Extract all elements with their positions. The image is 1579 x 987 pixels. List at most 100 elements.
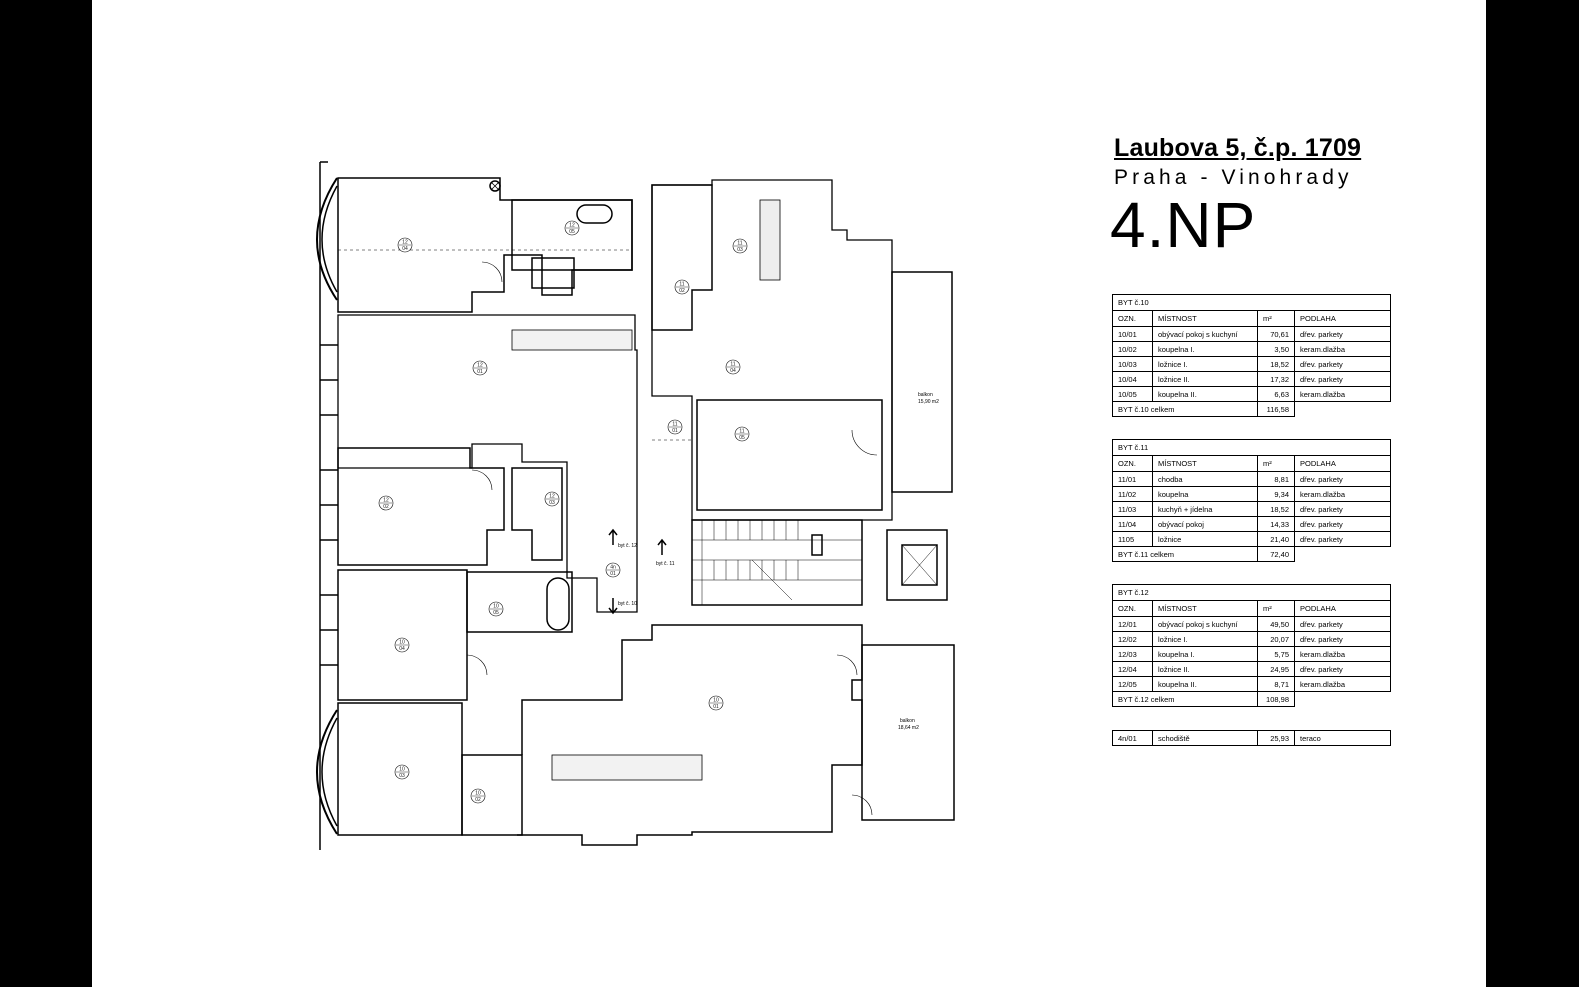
cell-floor: keram.dlažba — [1294, 486, 1391, 502]
cell-id: 11/03 — [1112, 501, 1153, 517]
col-header-room: MÍSTNOST — [1152, 600, 1258, 617]
cell-id: 10/05 — [1112, 386, 1153, 402]
cell-area: 6,63 — [1257, 386, 1295, 402]
total-area: 116,58 — [1257, 401, 1295, 417]
cell-id: 11/01 — [1112, 471, 1153, 487]
cell-room: obývací pokoj — [1152, 516, 1258, 532]
floor-plan: 1204120512011202120310051004100310021001… — [316, 161, 955, 850]
room-tag-bottom: 04 — [399, 646, 405, 652]
cell-id: 11/02 — [1112, 486, 1153, 502]
cell-area: 70,61 — [1257, 326, 1295, 342]
cell-room: chodba — [1152, 471, 1258, 487]
label-byt10: byt č. 10 — [618, 601, 637, 607]
room-tag-bottom: 01 — [713, 704, 719, 710]
cell-floor: dřev. parkety — [1294, 356, 1391, 372]
cell-room: ložnice II. — [1152, 661, 1258, 677]
room-tag-top: 10 — [475, 791, 481, 797]
cell-area: 18,52 — [1257, 501, 1295, 517]
cell-room: schodiště — [1152, 730, 1258, 746]
total-area: 108,98 — [1257, 691, 1295, 707]
cell-room: koupelna II. — [1152, 386, 1258, 402]
room-tag-top: 10 — [713, 698, 719, 704]
room-tag-bottom: 04 — [730, 368, 736, 374]
cell-room: obývací pokoj s kuchyní — [1152, 326, 1258, 342]
balcony-bottom-area: 18,64 m2 — [898, 725, 919, 731]
room-tag-top: 11 — [730, 362, 735, 368]
room-tag-bottom: 02 — [383, 504, 389, 510]
project-title: Laubova 5, č.p. 1709 — [1114, 134, 1362, 162]
apartment-name: BYT č.12 — [1112, 584, 1391, 601]
cell-area: 25,93 — [1257, 730, 1295, 746]
apartment-name: BYT č.10 — [1112, 294, 1391, 311]
label-byt12: byt č. 12 — [618, 543, 637, 549]
room-tag-bottom: 01 — [610, 571, 616, 577]
room-tag-top: 10 — [399, 767, 405, 773]
cell-floor: keram.dlažba — [1294, 341, 1391, 357]
cell-id: 12/03 — [1112, 646, 1153, 662]
room-tag-bottom: 03 — [737, 247, 743, 253]
cell-floor: dřev. parkety — [1294, 516, 1391, 532]
room-tag-bottom: 03 — [549, 500, 555, 506]
cell-area: 9,34 — [1257, 486, 1295, 502]
col-header-id: OZN. — [1112, 600, 1153, 617]
cell-area: 49,50 — [1257, 616, 1295, 632]
cell-area: 14,33 — [1257, 516, 1295, 532]
room-tag-top: 12 — [549, 494, 555, 500]
cell-id: 11/04 — [1112, 516, 1153, 532]
room-tag-bottom: 05 — [569, 229, 575, 235]
room-tag-top: 11 — [672, 422, 677, 428]
cell-room: ložnice — [1152, 531, 1258, 547]
cell-id: 4n/01 — [1112, 730, 1153, 746]
cell-room: ložnice II. — [1152, 371, 1258, 387]
total-area: 72,40 — [1257, 546, 1295, 562]
cell-id: 12/05 — [1112, 676, 1153, 692]
room-tag-bottom: 03 — [399, 773, 405, 779]
cell-area: 8,81 — [1257, 471, 1295, 487]
cell-area: 18,52 — [1257, 356, 1295, 372]
cell-area: 20,07 — [1257, 631, 1295, 647]
room-tag-top: 4n — [610, 565, 616, 571]
cell-id: 12/02 — [1112, 631, 1153, 647]
cell-area: 24,95 — [1257, 661, 1295, 677]
room-tag-top: 11 — [737, 241, 742, 247]
cell-floor: dřev. parkety — [1294, 371, 1391, 387]
cell-room: ložnice I. — [1152, 356, 1258, 372]
cell-floor: dřev. parkety — [1294, 326, 1391, 342]
room-tag-top: 10 — [399, 640, 405, 646]
cell-floor: dřev. parkety — [1294, 661, 1391, 677]
room-tag-top: 11 — [679, 282, 684, 288]
cell-floor: dřev. parkety — [1294, 631, 1391, 647]
col-header-floor: PODLAHA — [1294, 310, 1391, 327]
cell-id: 1105 — [1112, 531, 1153, 547]
room-tag-bottom: 04 — [402, 246, 408, 252]
cell-id: 12/04 — [1112, 661, 1153, 677]
col-header-floor: PODLAHA — [1294, 600, 1391, 617]
cell-area: 3,50 — [1257, 341, 1295, 357]
apartment-name: BYT č.11 — [1112, 439, 1391, 456]
